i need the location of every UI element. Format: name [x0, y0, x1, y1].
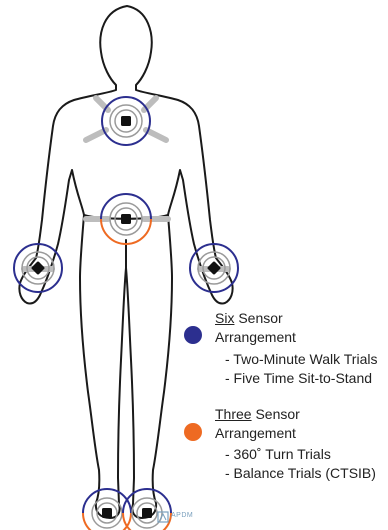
sensor-chest [102, 97, 150, 145]
legend-dot-three [184, 423, 202, 441]
legend-trial-item: - 360˚ Turn Trials [225, 446, 331, 463]
legend-title-six: Six Sensor [215, 310, 283, 327]
legend-trial-item: - Two-Minute Walk Trials [225, 351, 377, 368]
legend-subtitle-six: Arrangement [215, 329, 296, 346]
apdm-logo-text: APDM [171, 512, 193, 519]
legend-subtitle-three: Arrangement [215, 425, 296, 442]
legend-dot-six [184, 326, 202, 344]
legend-trial-item: - Five Time Sit-to-Stand [225, 370, 372, 387]
body-outline [19, 6, 232, 518]
legend-trial-item: - Balance Trials (CTSIB) [225, 465, 376, 482]
legend-title-three: Three Sensor [215, 406, 300, 423]
